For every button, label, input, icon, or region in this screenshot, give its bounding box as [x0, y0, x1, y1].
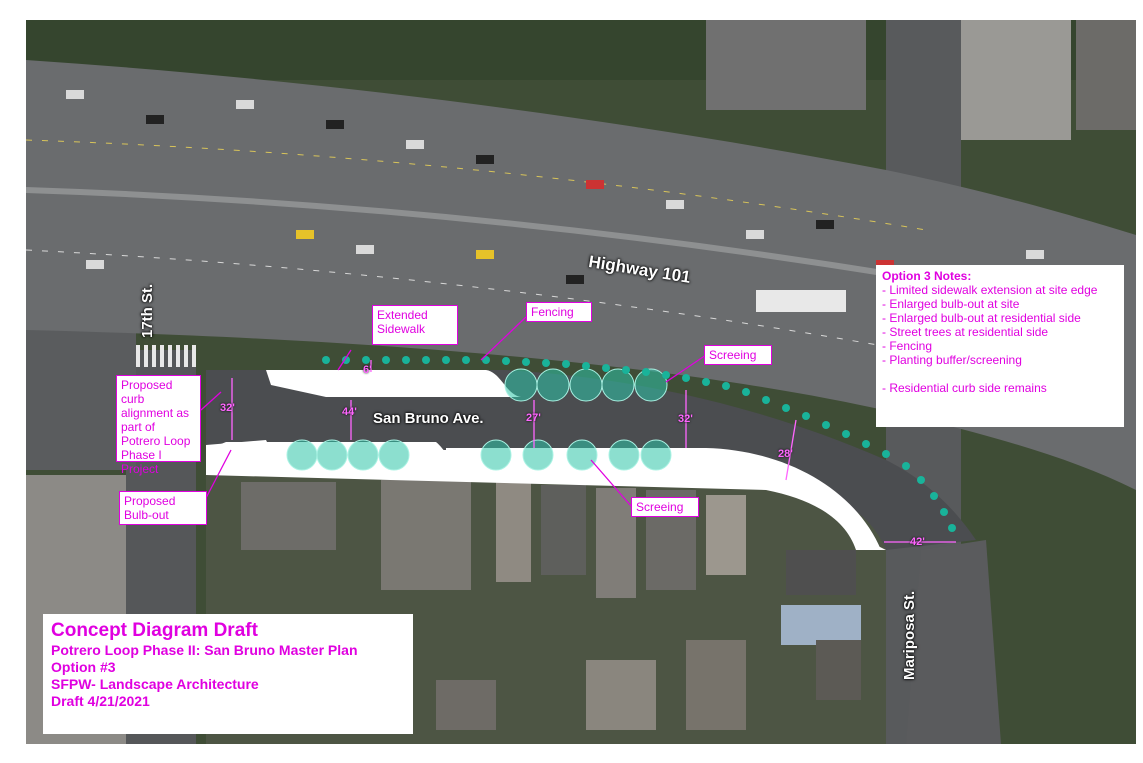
leader-lines	[200, 316, 707, 507]
building-top-right	[961, 20, 1071, 140]
callout-fencing: Fencing	[526, 302, 592, 322]
notes-item: - Enlarged bulb-out at site	[882, 297, 1020, 311]
dim-6: 6'	[363, 364, 372, 376]
callout-proposed-bulbout: Proposed Bulb-out	[119, 491, 207, 525]
notes-title: Option 3 Notes:	[882, 269, 972, 283]
rooftops	[241, 480, 861, 730]
notes-item: - Street trees at residential side	[882, 325, 1049, 339]
dim-42: 42'	[910, 536, 925, 548]
dimension-lines	[231, 360, 956, 543]
callout-screeing-bottom: Screeing	[631, 497, 699, 517]
lane-line	[26, 139, 927, 231]
option-notes-panel: Option 3 Notes: - Limited sidewalk exten…	[876, 265, 1124, 427]
mariposa-lower	[906, 540, 1001, 744]
highway-median	[26, 187, 927, 283]
building-top-center	[706, 20, 866, 110]
diagram-option: Option #3	[51, 659, 116, 675]
callout-screeing-top: Screeing	[704, 345, 772, 365]
diagram-subtitle: Potrero Loop Phase II: San Bruno Master …	[51, 642, 358, 658]
vehicles	[66, 90, 1044, 312]
lane-line	[26, 249, 907, 351]
street-17th-label: 17th St.	[139, 283, 156, 338]
bulb-out	[206, 440, 881, 550]
diagram-date: Draft 4/21/2021	[51, 693, 150, 709]
dim-28: 28'	[778, 448, 793, 460]
notes-item: - Fencing	[882, 339, 933, 353]
diagram-title: Concept Diagram Draft	[51, 620, 258, 641]
planting-buffer	[322, 356, 956, 532]
dim-27: 27'	[526, 412, 541, 424]
title-block: Concept Diagram Draft Potrero Loop Phase…	[43, 614, 413, 734]
diagram-department: SFPW- Landscape Architecture	[51, 676, 259, 692]
dim-32-right: 32'	[678, 413, 693, 425]
san-bruno-label: San Bruno Ave.	[373, 410, 484, 427]
callout-proposed-curb: Proposed curb alignment as part of Potre…	[116, 375, 201, 476]
dim-32-left: 32'	[220, 402, 235, 414]
notes-item: - Residential curb side remains	[882, 381, 1047, 395]
extended-sidewalk	[266, 370, 521, 397]
notes-item	[882, 367, 1118, 381]
mariposa-label: Mariposa St.	[901, 590, 918, 680]
building-far-right	[1076, 20, 1136, 130]
notes-item: - Limited sidewalk extension at site edg…	[882, 283, 1098, 297]
aerial-map: Highway 101 17th St. San Bruno Ave. Mari…	[26, 20, 1136, 744]
callout-extended-sidewalk: Extended Sidewalk	[372, 305, 458, 345]
notes-item: - Enlarged bulb-out at residential side	[882, 311, 1081, 325]
dim-44: 44'	[342, 406, 357, 418]
crosswalk	[136, 345, 196, 367]
notes-item: - Planting buffer/screening	[882, 353, 1022, 367]
screening-trees	[286, 368, 672, 471]
